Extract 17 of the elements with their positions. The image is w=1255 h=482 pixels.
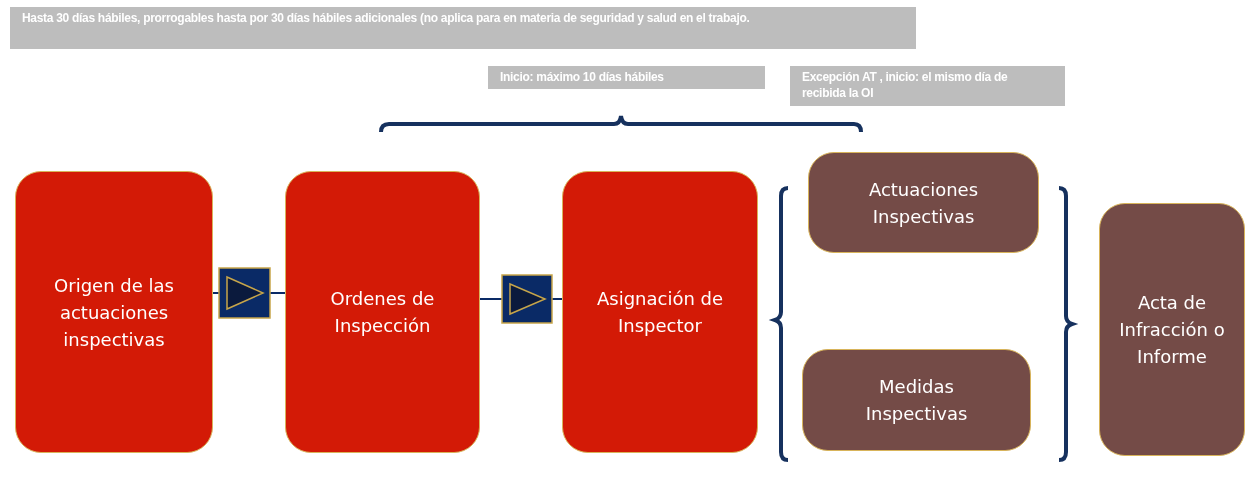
box-label: Medidas Inspectivas: [864, 375, 969, 426]
arrow-connector: [479, 274, 563, 324]
process-box: [808, 152, 1039, 253]
process-box: [1099, 203, 1245, 456]
process-box: [562, 171, 758, 453]
box-label: Origen de las actuaciones inspectivas: [53, 273, 175, 352]
note-text: Hasta 30 días hábiles, prorrogables hasta por 30 días hábiles adicionales (no aplica para en materia de seguridad y salud en el trabajo.: [10, 7, 916, 49]
arrow-connector: [212, 267, 286, 319]
box-label: Ordenes de Inspección: [329, 287, 436, 338]
box-label: Actuaciones Inspectivas: [867, 177, 980, 229]
process-box: [802, 349, 1031, 451]
note-text: Inicio: máximo 10 días hábiles: [488, 66, 765, 89]
box-label: Asignación de Inspector: [595, 287, 725, 338]
process-box: [285, 171, 480, 453]
box-label: Acta de Infracción o Informe: [1118, 291, 1226, 369]
process-box: [15, 171, 213, 453]
note-text: Excepción AT , inicio: el mismo día de recibida la OI: [790, 66, 1065, 106]
